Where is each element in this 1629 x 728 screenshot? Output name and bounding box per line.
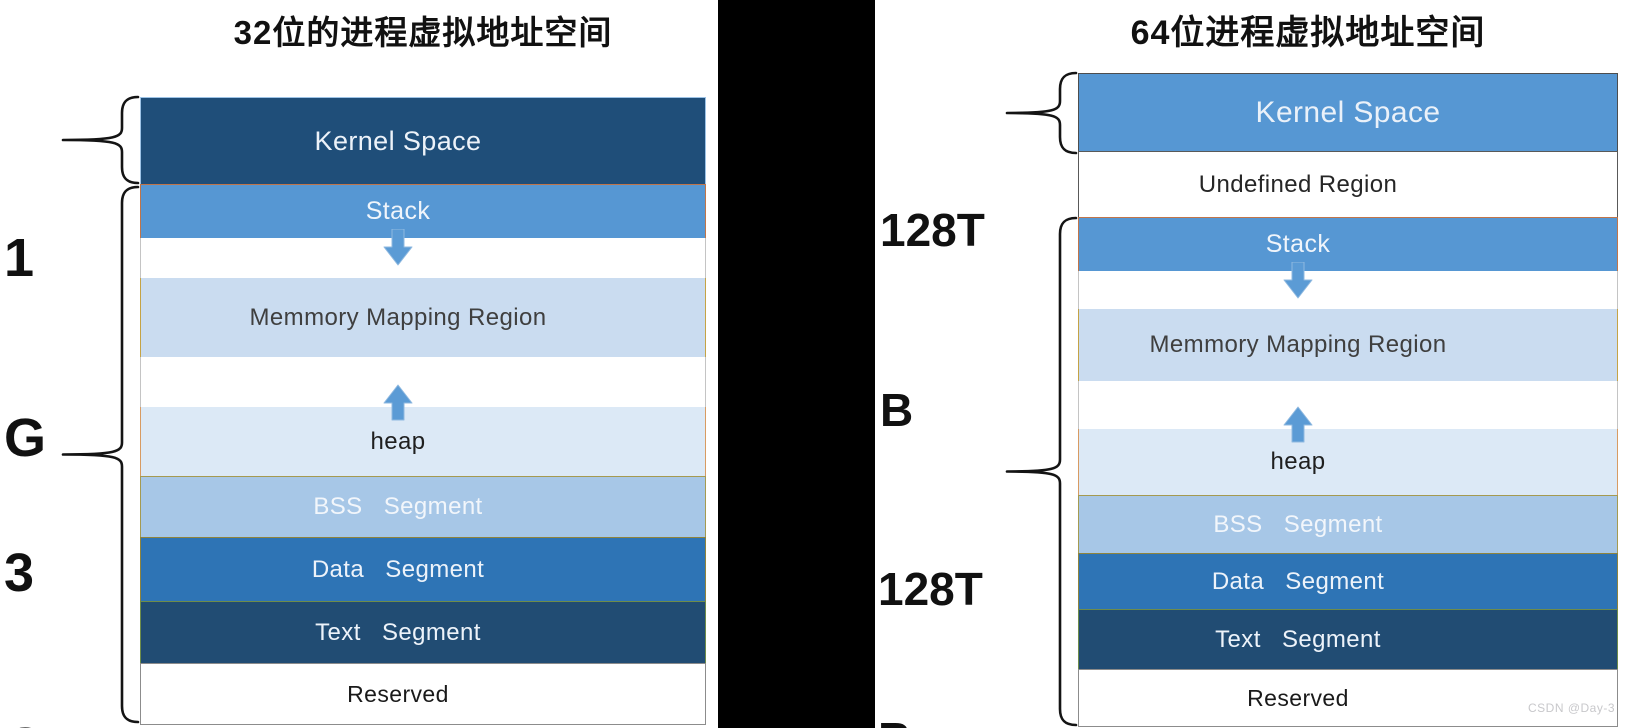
- memory-mapping-region-label: Memmory Mapping Region: [249, 303, 547, 331]
- heap-label: heap: [370, 427, 426, 455]
- memory-mapping-region-label: Memmory Mapping Region: [1149, 331, 1447, 358]
- reserved-label: Reserved: [347, 680, 449, 707]
- kernel-space-row: Kernel Space: [140, 97, 706, 185]
- undefined-region-row: Undefined Region: [1078, 151, 1618, 218]
- size-label-line: 1: [4, 228, 35, 288]
- heap-row: heap: [140, 406, 706, 477]
- stack-row: Stack: [1078, 217, 1618, 272]
- reserved-row: Reserved: [1078, 669, 1618, 727]
- stack-grow-down-arrow-icon: [383, 229, 413, 266]
- memory-mapping-region-row: Memmory Mapping Region: [140, 277, 706, 358]
- size-label-1g: 1 G: [4, 108, 64, 588]
- stack-row: Stack: [140, 184, 706, 239]
- size-label-128tb-user: 128T B: [878, 464, 983, 728]
- separator-bar: [718, 0, 875, 728]
- stack-grow-down-arrow-icon: [1283, 262, 1313, 299]
- memory-mapping-region-row: Memmory Mapping Region: [1078, 308, 1618, 382]
- data-segment-label: Data Segment: [1211, 567, 1385, 595]
- text-segment-label: Text Segment: [1215, 625, 1381, 653]
- data-segment-label: Data Segment: [311, 555, 485, 583]
- heap-grow-up-arrow-icon: [383, 384, 413, 421]
- reserved-label: Reserved: [1247, 684, 1349, 711]
- bss-segment-row: BSS Segment: [140, 476, 706, 538]
- kernel-space-label: Kernel Space: [314, 125, 482, 156]
- reserved-row: Reserved: [140, 663, 706, 725]
- brace-3g: [61, 185, 140, 724]
- gap-heap-growth: [1078, 381, 1618, 443]
- heap-grow-up-arrow-icon: [1283, 406, 1313, 443]
- size-label-line: B: [880, 384, 914, 436]
- size-label-line: G: [4, 408, 47, 468]
- text-segment-row: Text Segment: [140, 601, 706, 664]
- watermark: CSDN @Day-3: [1528, 701, 1616, 715]
- gap-heap-growth: [140, 357, 706, 421]
- heap-row: heap: [1078, 428, 1618, 496]
- size-label-line: B: [878, 714, 983, 728]
- brace-128tb-user: [1005, 216, 1078, 727]
- size-label-128tb-kernel: 128T B: [880, 80, 985, 560]
- size-label-line: 3: [4, 543, 35, 603]
- gap-stack-growth: [1078, 262, 1618, 309]
- size-label-line: 128T: [878, 563, 983, 615]
- data-segment-row: Data Segment: [1078, 553, 1618, 610]
- size-label-line: 128T: [880, 204, 985, 256]
- heap-label: heap: [1270, 448, 1326, 475]
- brace-128tb-kernel: [1005, 71, 1078, 155]
- kernel-space-label: Kernel Space: [1255, 95, 1441, 129]
- size-label-3g: 3 G: [4, 428, 64, 728]
- size-label-line: G: [4, 718, 64, 728]
- text-segment-label: Text Segment: [315, 618, 481, 646]
- gap-stack-growth: [140, 229, 706, 278]
- kernel-space-row: Kernel Space: [1078, 73, 1618, 152]
- bss-segment-row: BSS Segment: [1078, 495, 1618, 554]
- text-segment-row: Text Segment: [1078, 609, 1618, 670]
- brace-1g: [61, 95, 140, 185]
- bss-segment-label: BSS Segment: [313, 493, 483, 520]
- stack-label: Stack: [365, 197, 431, 225]
- undefined-region-label: Undefined Region: [1198, 170, 1398, 198]
- data-segment-row: Data Segment: [140, 537, 706, 602]
- title-64bit: 64位进程虚拟地址空间: [1130, 14, 1486, 52]
- stack-label: Stack: [1265, 230, 1331, 258]
- bss-segment-label: BSS Segment: [1213, 510, 1383, 538]
- title-32bit: 32位的进程虚拟地址空间: [233, 14, 613, 51]
